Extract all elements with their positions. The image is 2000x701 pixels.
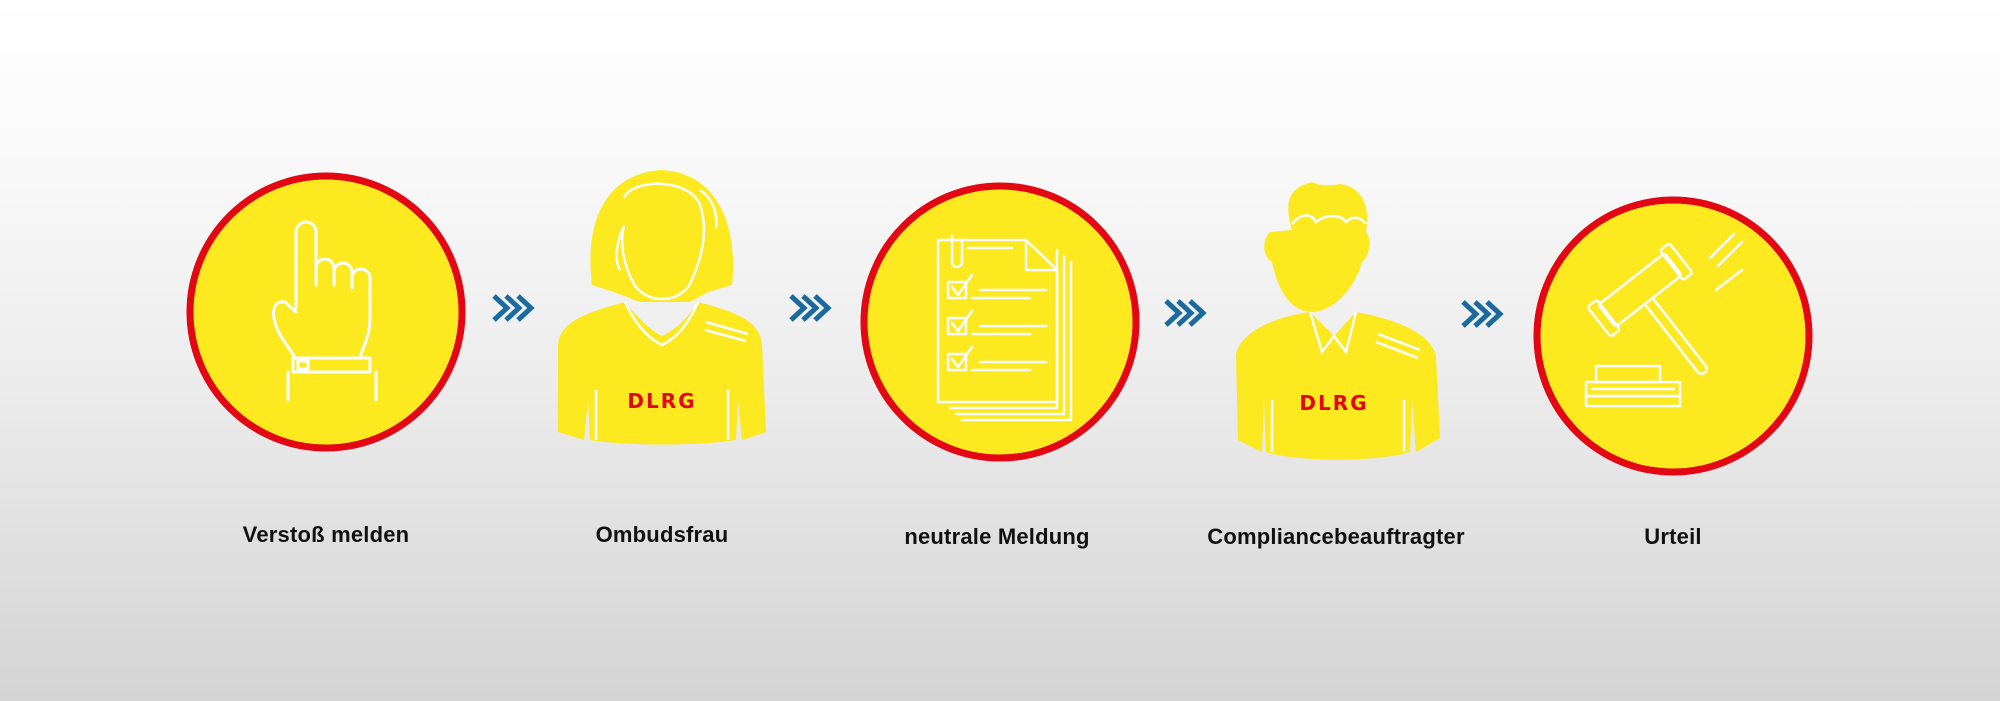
chevron-arrows-icon [1461, 300, 1504, 328]
step-circle [860, 182, 1140, 462]
pointing-hand-icon [271, 220, 378, 402]
step-verdict [1533, 196, 1813, 476]
step-compliance-officer: DLRG [1236, 182, 1440, 460]
step-label-compliance-officer: Compliancebeauftragter [1207, 524, 1465, 549]
step-ombudswoman: DLRG [558, 170, 766, 445]
chevron-arrows-icon [789, 294, 832, 322]
man-avatar-icon: DLRG [1236, 182, 1440, 460]
woman-avatar-icon: DLRG [558, 170, 766, 445]
step-label-verdict: Urteil [1644, 524, 1702, 549]
step-circle [1533, 196, 1813, 476]
step-label-neutral-report: neutrale Meldung [904, 524, 1090, 549]
gavel-icon [1584, 232, 1744, 408]
chevron-arrows-icon [492, 294, 535, 322]
checklist-document-icon [936, 234, 1073, 422]
step-neutral-report [860, 182, 1140, 462]
shirt-logo: DLRG [627, 389, 696, 413]
chevron-arrows-icon [1164, 299, 1207, 327]
shirt-logo: DLRG [1299, 391, 1368, 415]
step-label-ombudswoman: Ombudsfrau [595, 522, 729, 547]
step-report-violation [186, 172, 466, 452]
step-label-report-violation: Verstoß melden [242, 522, 410, 547]
step-circle [186, 172, 466, 452]
